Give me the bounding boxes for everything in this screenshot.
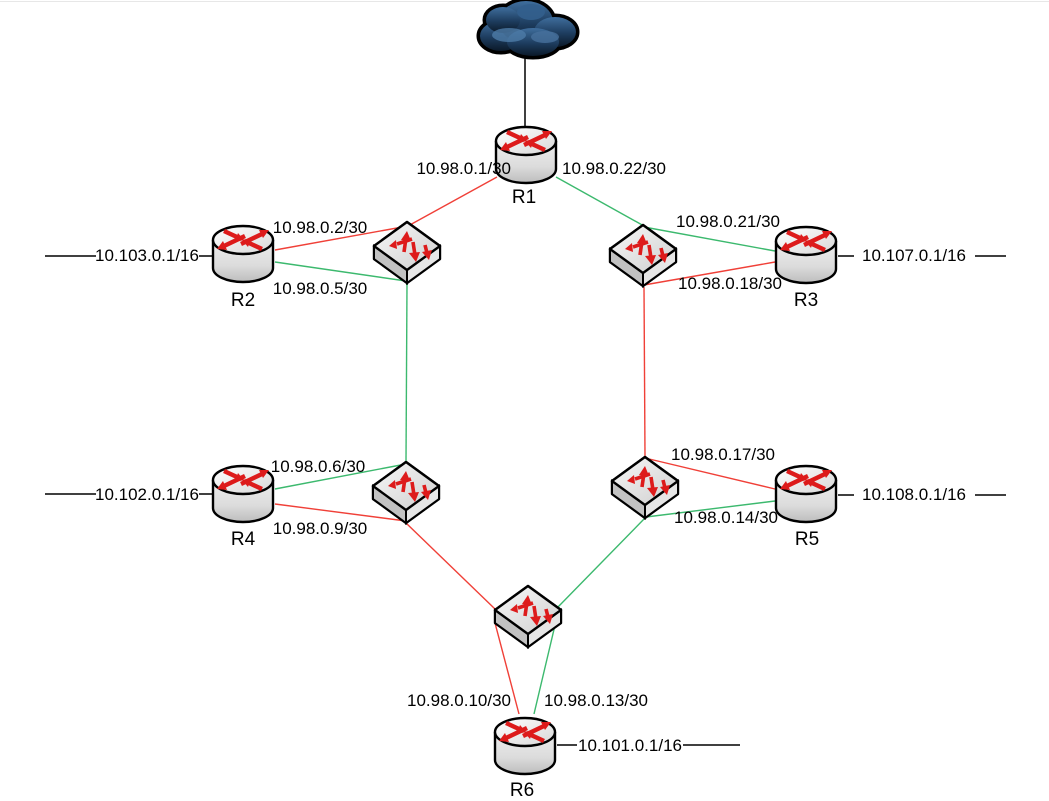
link-green-3 [555,176,645,227]
link-green-4 [643,226,776,252]
link-red-12 [405,522,496,610]
link-red-1 [407,176,498,227]
links-layer [45,50,1006,746]
switch-2-icon[interactable] [608,223,678,288]
link-green-14 [645,500,776,518]
switch-3-icon[interactable] [371,460,441,525]
label-r6-lan: 10.101.0.1/16 [578,736,682,755]
label-r3-wan-bottom: 10.98.0.18/30 [678,274,782,293]
router-r5-icon[interactable] [776,466,836,522]
label-r4-lan: 10.102.0.1/16 [95,485,199,504]
switch-1-icon[interactable] [372,220,442,285]
link-green-16 [533,620,557,715]
router-r4-icon[interactable] [213,466,273,522]
label-r6-name: R6 [510,780,534,801]
label-r1-wan-right: 10.98.0.22/30 [562,159,666,178]
label-r6-wan-right: 10.98.0.13/30 [544,691,648,710]
label-r3-wan-top: 10.98.0.21/30 [676,212,780,231]
label-r5-wan-top: 10.98.0.17/30 [671,445,775,464]
label-r3-lan: 10.107.0.1/16 [862,246,966,265]
label-r2-name: R2 [231,290,255,311]
label-r3-name: R3 [794,290,818,311]
label-r1-name: R1 [512,187,536,208]
link-green-6 [405,283,408,462]
link-red-13 [494,622,520,715]
switch-4-icon[interactable] [610,455,680,520]
link-green-5 [274,261,407,282]
link-red-8 [643,261,776,286]
link-red-10 [644,457,776,490]
router-r3-icon[interactable] [776,227,836,283]
router-r6-icon[interactable] [495,718,555,774]
label-r5-lan: 10.108.0.1/16 [862,485,966,504]
link-red-9 [643,286,646,457]
link-green-15 [557,517,646,608]
internet-cloud-icon[interactable] [476,0,580,60]
label-r4-name: R4 [231,529,256,550]
label-r6-wan-left: 10.98.0.10/30 [407,691,511,710]
link-green-7 [274,463,407,490]
label-r5-name: R5 [795,529,819,550]
label-r2-wan-top: 10.98.0.2/30 [273,218,368,237]
link-red-2 [274,225,409,251]
switch-5-icon[interactable] [493,584,563,649]
label-r1-wan-left: 10.98.0.1/30 [416,159,511,178]
link-red-11 [274,503,407,522]
label-r2-lan: 10.103.0.1/16 [95,246,199,265]
label-r4-wan-top: 10.98.0.6/30 [271,457,366,476]
label-r2-wan-bottom: 10.98.0.5/30 [273,279,368,298]
label-r4-wan-bottom: 10.98.0.9/30 [273,519,368,538]
router-r2-icon[interactable] [213,226,273,282]
label-r5-wan-bottom: 10.98.0.14/30 [674,508,778,527]
